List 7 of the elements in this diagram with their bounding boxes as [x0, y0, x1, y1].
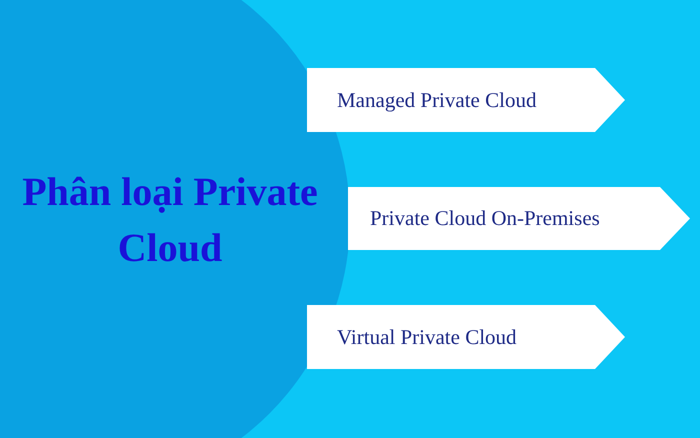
arrow-banner	[307, 68, 625, 132]
arrow-banner	[348, 187, 690, 250]
banner-label: Managed Private Cloud	[337, 86, 538, 114]
arrow-banner	[307, 305, 625, 369]
heading: Phân loại Private Cloud	[21, 168, 319, 272]
banner-label: Private Cloud On-Premises	[370, 205, 601, 232]
banner-label: Virtual Private Cloud	[337, 324, 518, 350]
